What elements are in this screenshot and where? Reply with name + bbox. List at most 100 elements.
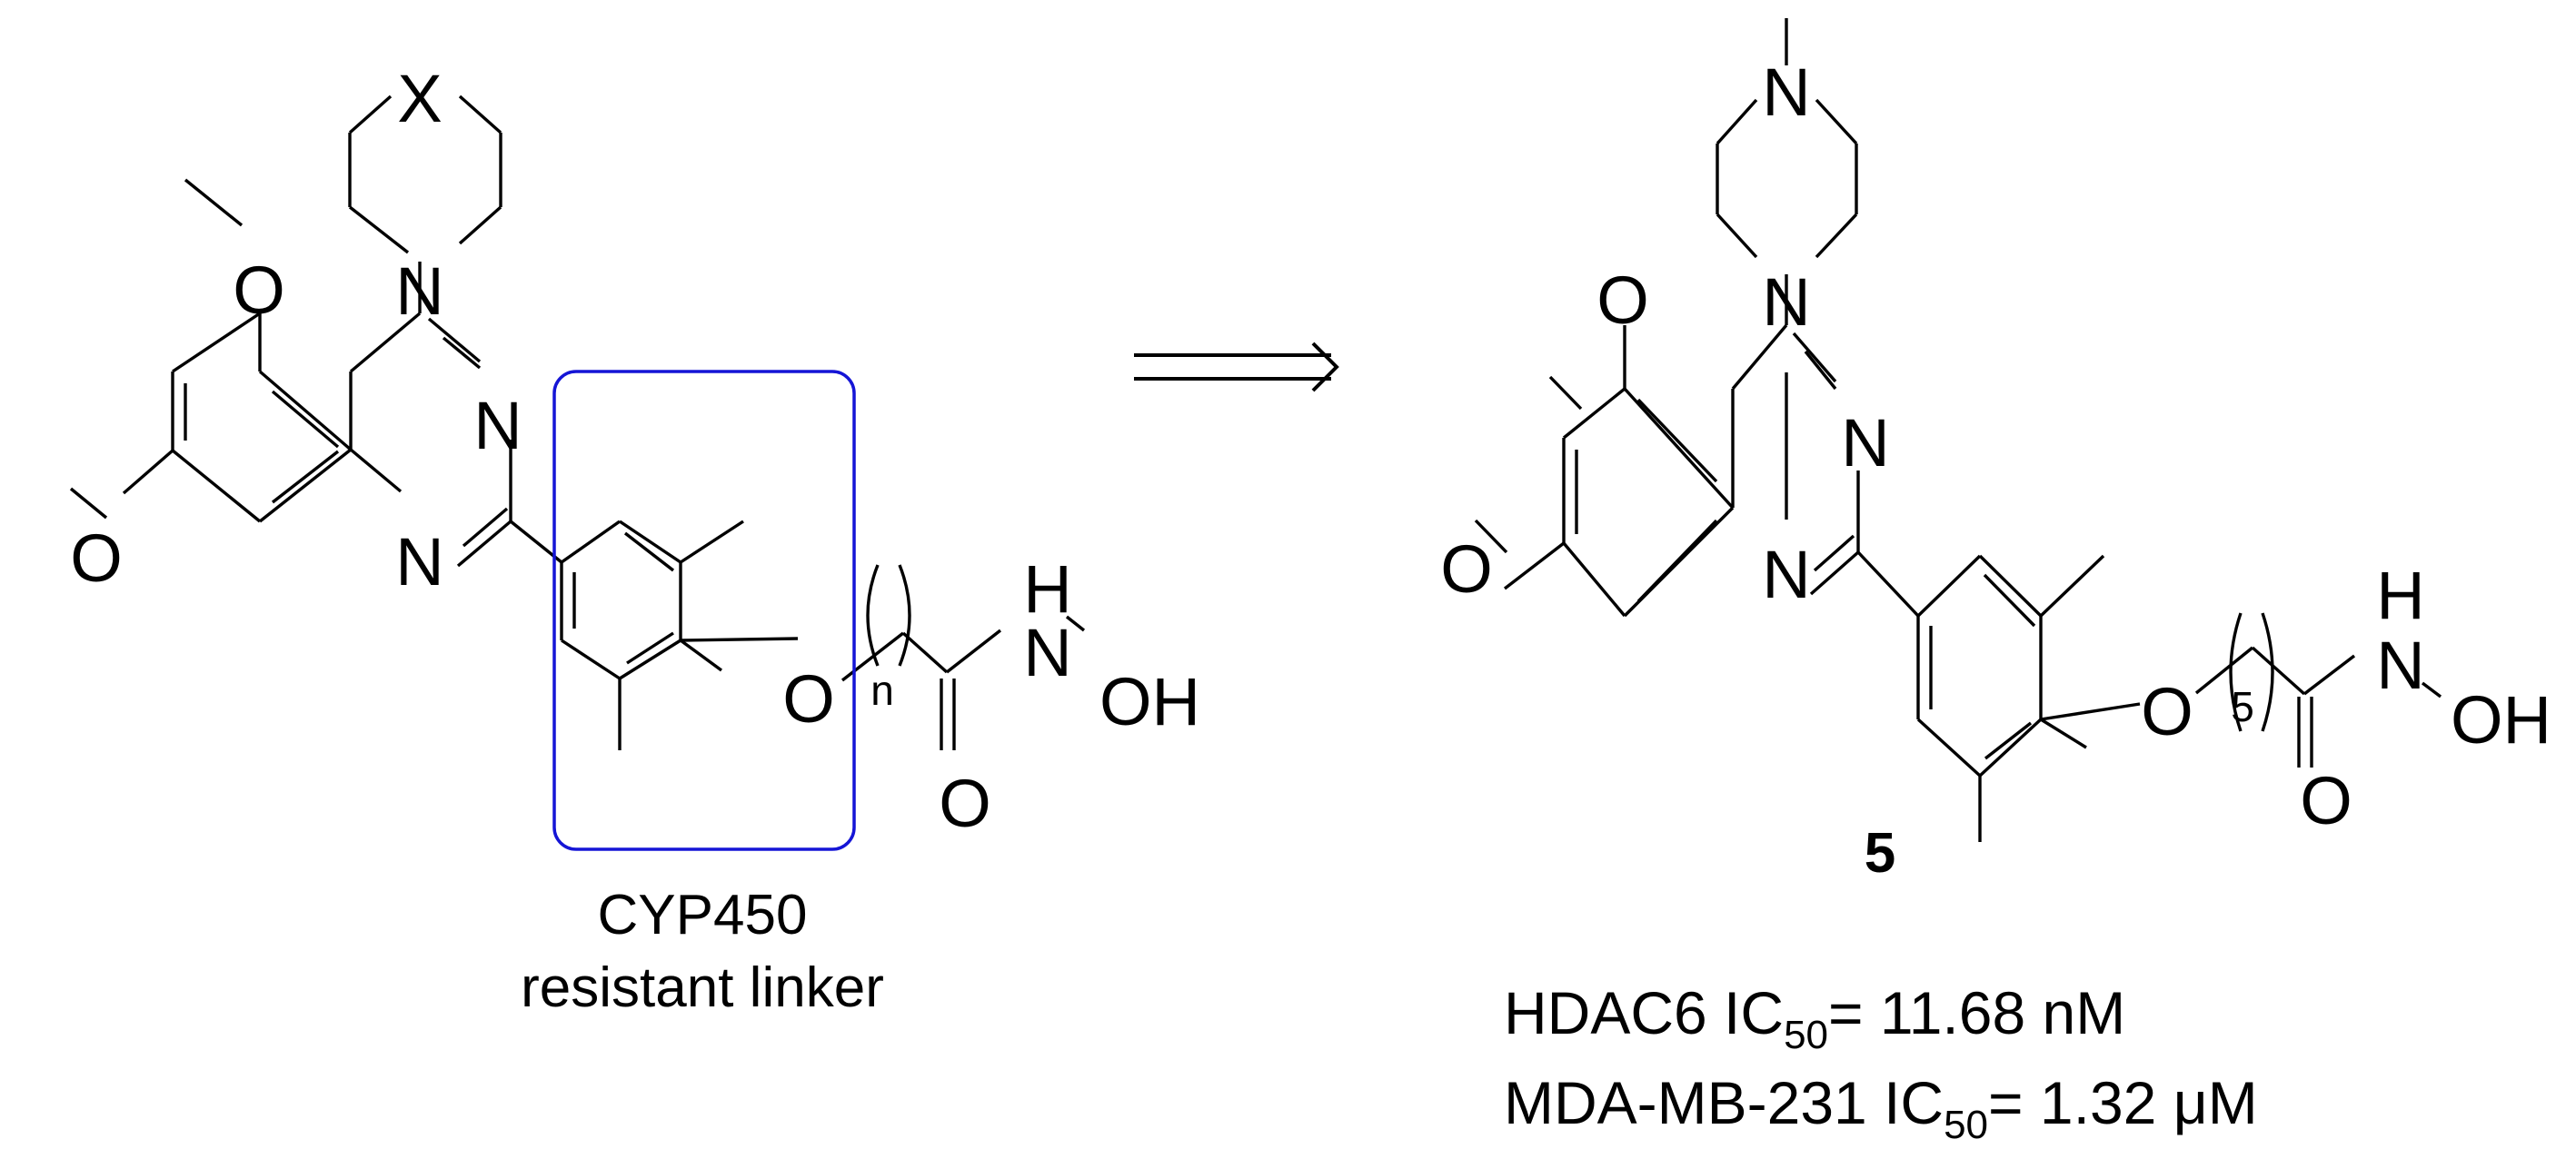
bond-line xyxy=(122,449,174,495)
right_structure-atom-label: N xyxy=(1841,405,1889,480)
bond-line xyxy=(1636,519,1718,603)
left_structure-atom-label: n xyxy=(870,667,894,714)
bond-line xyxy=(2302,654,2356,696)
bond-line xyxy=(561,639,621,680)
bond-line xyxy=(2039,554,2105,618)
bond-line xyxy=(2251,646,2306,696)
left_structure-atom-label: N xyxy=(1023,615,1071,690)
left_structure-atom-label: OH xyxy=(1099,664,1200,739)
right_structure-atom-label: OH xyxy=(2451,682,2551,758)
bond-line xyxy=(1731,323,1788,391)
bond-line xyxy=(1813,534,1855,572)
bond-line xyxy=(2421,681,2442,698)
bond-line xyxy=(1815,213,1858,259)
bond-line xyxy=(349,312,422,373)
bond-line xyxy=(171,449,262,523)
bond-line xyxy=(619,520,681,564)
bond-line xyxy=(172,312,261,373)
bond-line xyxy=(458,205,502,245)
right_structure-atom-label: N xyxy=(2376,628,2424,703)
bond-line xyxy=(840,631,905,682)
left_structure-atom-label: N xyxy=(395,524,443,599)
bond-line xyxy=(458,94,502,134)
bond-line xyxy=(1809,550,1860,596)
left_structure-atom-label: N xyxy=(473,388,522,463)
right_structure-atom-label: O xyxy=(1440,531,1493,607)
bond-line xyxy=(1815,98,1858,145)
bond-line xyxy=(2040,718,2087,749)
bond-line xyxy=(348,205,410,254)
bond-line xyxy=(69,487,108,520)
bond-line xyxy=(2194,646,2254,695)
bond-line xyxy=(349,448,403,493)
bond-line xyxy=(1983,573,2036,628)
bond-line xyxy=(1623,387,1735,510)
bond-line xyxy=(1716,213,1758,259)
bond-line xyxy=(1474,519,1508,554)
right_structure-atom-label: O xyxy=(2300,763,2352,838)
repeat-bracket-right-icon xyxy=(2261,612,2274,732)
activity-line: MDA-MB-231 IC50= 1.32 μM xyxy=(1504,1069,2258,1147)
bond-line xyxy=(1792,332,1837,383)
right_structure-atom-label: O xyxy=(2141,674,2193,749)
bond-line xyxy=(945,629,1002,674)
activity-line: HDAC6 IC50= 11.68 nM xyxy=(1504,979,2125,1057)
bond-line xyxy=(271,450,340,504)
bond-line xyxy=(901,631,949,674)
retrosynthetic-arrow-icon xyxy=(1134,342,1339,392)
compound-number-label: 5 xyxy=(1865,822,1895,885)
repeat-bracket-left-icon xyxy=(866,564,880,667)
bond-line xyxy=(561,520,621,564)
bond-line xyxy=(184,178,244,227)
left_structure-atom-label: O xyxy=(939,766,991,841)
bond-line xyxy=(1562,541,1626,618)
right_structure-atom-label: N xyxy=(1762,54,1810,130)
bond-line xyxy=(427,317,482,363)
bond-line xyxy=(680,520,744,564)
bond-line xyxy=(258,448,353,523)
bond-line xyxy=(1984,721,2033,760)
activity-data: HDAC6 IC50= 11.68 nM MDA-MB-231 IC50= 1.3… xyxy=(1504,979,2258,1147)
repeat-bracket-left-icon xyxy=(2229,612,2243,732)
bond-line xyxy=(623,531,675,572)
left_structure-atom-label: O xyxy=(233,253,285,328)
linker-caption-line1: CYP450 xyxy=(598,884,808,946)
left_structure-atom-label: N xyxy=(395,253,443,329)
bond-line xyxy=(1562,387,1626,440)
left_structure-atom-label: H xyxy=(1023,551,1071,627)
bond-line xyxy=(456,520,512,568)
left_structure-atom-label: X xyxy=(397,61,442,136)
bond-line xyxy=(619,639,681,680)
repeat-bracket-right-icon xyxy=(898,564,911,667)
cyp450-linker-highlight-box xyxy=(552,370,856,851)
bond-line xyxy=(258,370,353,451)
bond-line xyxy=(1636,398,1718,483)
bond-line xyxy=(1065,615,1086,632)
bond-line xyxy=(271,390,340,449)
bond-line xyxy=(1978,718,2043,778)
right_structure-atom-label: O xyxy=(1596,263,1649,338)
bond-line xyxy=(1916,554,1982,618)
bond-line xyxy=(2040,702,2141,721)
bond-line xyxy=(1916,718,1982,778)
bond-line xyxy=(680,637,799,642)
bond-line xyxy=(1856,550,1920,618)
linker-caption-line2: resistant linker xyxy=(521,956,884,1019)
bond-line xyxy=(1548,375,1583,411)
right_structure-atom-label: N xyxy=(1762,537,1810,612)
bond-line xyxy=(462,507,509,548)
right_structure-atom-label: 5 xyxy=(2231,683,2254,730)
bond-line xyxy=(1716,98,1758,145)
bond-line xyxy=(679,639,723,672)
left_structure-atom-label: O xyxy=(70,520,123,596)
right_structure-atom-label: N xyxy=(1762,264,1810,340)
bond-line xyxy=(442,336,482,370)
bond-line xyxy=(1804,350,1837,391)
bond-line xyxy=(1978,554,2043,618)
left_structure-atom-label: O xyxy=(782,661,835,737)
right_structure-atom-label: H xyxy=(2376,558,2424,633)
